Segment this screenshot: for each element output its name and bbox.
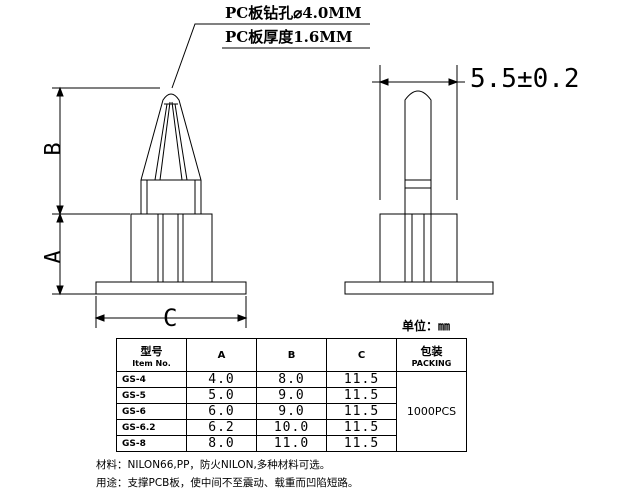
table-header-row: 型号 Item No. A B C 包装 PACKING <box>116 338 467 372</box>
header-a: A <box>186 338 257 372</box>
hole-note: PC板钻孔⌀4.0MM <box>225 4 362 22</box>
tolerance-note: 5.5±0.2 <box>470 64 580 94</box>
front-body <box>130 213 213 283</box>
dim-label-a: A <box>41 250 67 264</box>
dimension-lines <box>52 86 248 328</box>
header-model: 型号 Item No. <box>116 338 187 372</box>
thickness-note: PC板厚度1.6MM <box>225 28 353 46</box>
leader-line <box>171 23 222 89</box>
table-row: GS-4 4.0 8.0 11.5 1000PCS <box>116 371 467 452</box>
table-row: GS-5 5.0 9.0 11.5 <box>116 387 467 404</box>
side-base-flange <box>344 281 494 295</box>
front-base-flange <box>95 281 247 295</box>
dim-label-c: C <box>163 304 178 332</box>
side-view <box>344 65 494 295</box>
table-row: GS-8 8.0 11.0 11.5 <box>116 435 467 452</box>
usage-note: 用途：支撑PCB板，使中间不至震动、载重而凹陷短路。 <box>96 477 359 489</box>
spec-table: 型号 Item No. A B C 包装 PACKING GS-4 4.0 8.… <box>116 338 467 452</box>
side-body <box>379 213 458 283</box>
header-b: B <box>256 338 327 372</box>
header-packing: 包装 PACKING <box>396 338 467 372</box>
header-c: C <box>326 338 397 372</box>
material-note: 材料：NILON66,PP，防火NILON,多种材料可选。 <box>96 459 331 471</box>
front-view <box>95 23 370 295</box>
front-arrowhead-outline <box>140 93 202 181</box>
dim-label-b: B <box>41 142 67 156</box>
side-pin <box>404 90 432 214</box>
unit-label: 单位：㎜ <box>402 319 451 333</box>
packing-cell: 1000PCS <box>396 371 467 452</box>
